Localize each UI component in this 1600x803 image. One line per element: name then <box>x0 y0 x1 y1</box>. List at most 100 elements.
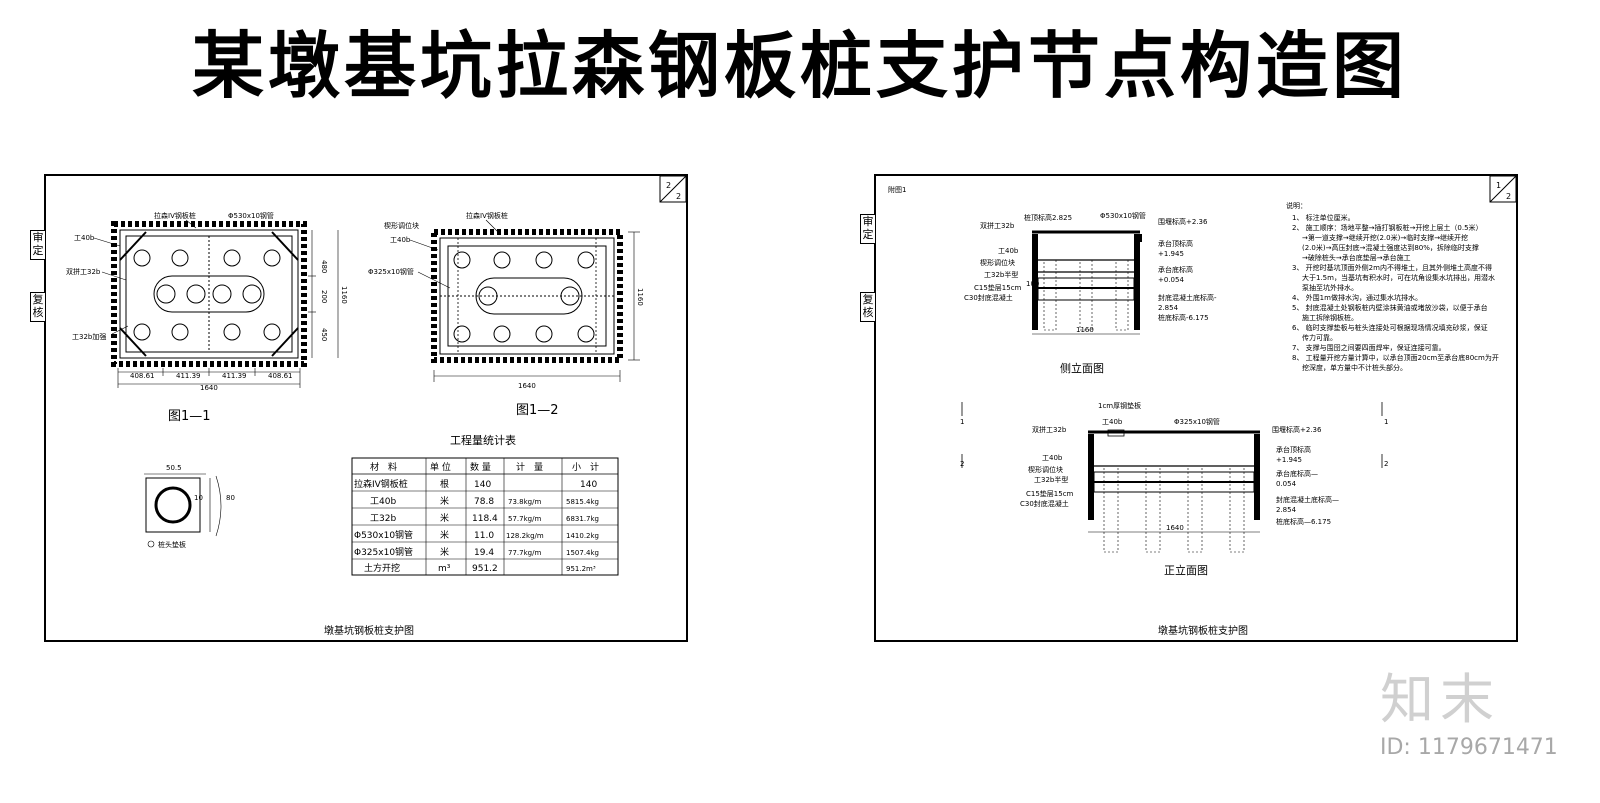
table-cell: 78.8 <box>474 497 494 507</box>
note-line: 4、 外围1m做排水沟，通过集水坑排水。 <box>1292 293 1422 302</box>
table-cell: 工32b <box>370 514 396 524</box>
front-label-water-level: 围堰标高+2.36 <box>1272 425 1322 434</box>
note-line: 1、 标注单位厘米。 <box>1292 213 1355 222</box>
table-cell: 根 <box>440 478 449 490</box>
side-label-cap-top: 承台顶标高 <box>1158 239 1193 248</box>
label-pipe-530: Φ530x10钢管 <box>228 211 274 220</box>
note-line: 2、 施工顺序：场地平整→插打钢板桩→开挖上层土（0.5米） <box>1292 223 1483 232</box>
front-label-i32b-half: 工32b半型 <box>1034 475 1068 484</box>
front-label-c15: C15垫层15cm <box>1026 489 1074 498</box>
table-cell: 951.2 <box>472 564 498 574</box>
figure-1-2-title: 图1—2 <box>516 403 559 418</box>
side-label-seal-bottom: 封底混凝土底标高- <box>1158 293 1217 302</box>
label-i40b-2: 工40b <box>390 236 411 244</box>
plate-dim-right-b: 80 <box>226 494 235 502</box>
side-label-seal-bottom-val: 2.854 <box>1158 304 1179 312</box>
note-line: 3、 开挖时基坑顶面外侧2m内不得堆土，且其外侧堆土高度不得 <box>1292 263 1492 272</box>
plan-figure-1-2: 楔形调位块 拉森IV钢板桩 工40b Φ325x10钢管 1640 1160 图… <box>368 211 644 418</box>
dim-1-1-d: 408.61 <box>268 372 293 380</box>
right-sheet-drawing: 1 2 附图1 桩顶标高2.825 Φ530x10钢管 双拼工32b 工40b … <box>888 176 1516 637</box>
label-pipe-325: Φ325x10钢管 <box>368 267 414 276</box>
dim-1-1-c: 411.39 <box>222 372 247 380</box>
front-label-wedge: 楔形调位块 <box>1028 465 1063 474</box>
front-label-c30: C30封底混凝土 <box>1020 499 1069 508</box>
dim-1-1-right-c: 450 <box>320 328 328 341</box>
side-label-cap-top-val: +1.945 <box>1158 250 1184 258</box>
table-cell: 土方开挖 <box>364 562 400 574</box>
figure-1-1-title: 图1—1 <box>168 409 211 424</box>
section-mark-2-right: 2 <box>1384 460 1388 468</box>
table-cell: 米 <box>440 512 449 524</box>
watermark-id: ID: 1179671471 <box>1380 735 1558 760</box>
front-label-cap-top-val: +1.945 <box>1276 456 1302 464</box>
note-line: 施工拆除钢板桩。 <box>1302 313 1358 322</box>
side-label-pile-bottom: 桩底标高-6.175 <box>1158 313 1209 322</box>
section-mark-1-left: 1 <box>960 418 964 426</box>
dim-1-1-total: 1640 <box>200 384 218 392</box>
section-mark-1-right: 1 <box>1384 418 1388 426</box>
note-line: 挖深度，单方量中不计桩头部分。 <box>1302 363 1407 372</box>
table-header-measure: 计 量 <box>516 461 543 473</box>
label-double-i32b: 双拼工32b <box>66 267 101 276</box>
dim-1-1-right-total: 1160 <box>340 286 348 304</box>
dim-1-1-b: 411.39 <box>176 372 201 380</box>
front-view-title: 正立面图 <box>1164 563 1208 577</box>
side-label-cap-bottom: 承台底标高 <box>1158 265 1193 274</box>
front-label-pile-bottom: 桩底标高—6.175 <box>1276 517 1331 526</box>
dim-1-1-a: 408.61 <box>130 372 155 380</box>
note-line: 传力可靠。 <box>1302 333 1337 342</box>
table-cell: 57.7kg/m <box>508 515 541 523</box>
table-cell: 工40b <box>370 497 396 507</box>
table-cell: Φ325x10钢管 <box>354 546 413 558</box>
dim-1-1-right-a: 480 <box>320 260 328 273</box>
front-label-i40b: 工40b <box>1042 454 1063 462</box>
label-i32b-reinforce: 工32b加强 <box>72 332 106 341</box>
label-i40b: 工40b <box>74 234 95 242</box>
section-mark-2-left: 2 <box>960 460 964 468</box>
right-sheet-corner-label: 附图1 <box>888 185 906 194</box>
note-line: 大于1.5m，当基坑有积水时，可在坑角设集水坑排出，用潜水 <box>1302 273 1495 282</box>
label-larsen-pile: 拉森IV钢板桩 <box>154 211 196 220</box>
table-cell: Φ530x10钢管 <box>354 529 413 541</box>
front-label-cap-bottom-val: 0.054 <box>1276 480 1297 488</box>
right-side-tab-review: 复核 <box>860 292 876 322</box>
right-sheet-caption: 墩基坑钢板桩支护图 <box>1158 624 1248 637</box>
table-cell: 11.0 <box>474 531 494 541</box>
front-elevation-view: 1cm厚钢垫板 Φ325x10钢管 双拼工32b 工40b 工40b 楔形调位块… <box>1020 401 1339 577</box>
side-view-title: 侧立面图 <box>1060 361 1104 375</box>
page-title: 某墩基坑拉森钢板桩支护节点构造图 <box>191 23 1408 108</box>
side-dim-width: 1160 <box>1076 326 1094 334</box>
table-cell: 5815.4kg <box>566 498 599 506</box>
note-line: →破除桩头→承台底垫层→承台施工 <box>1302 253 1411 262</box>
front-label-seal-bottom: 封底混凝土底标高— <box>1276 495 1339 504</box>
note-line: →第一道支撑→继续开挖(2.0米)→临时支撑→继续开挖 <box>1302 233 1468 242</box>
side-label-i32b-half: 工32b半型 <box>984 270 1018 279</box>
front-label-plate: 1cm厚钢垫板 <box>1098 401 1141 410</box>
table-cell: 拉森IV钢板桩 <box>354 478 408 490</box>
front-label-seal-bottom-val: 2.854 <box>1276 506 1297 514</box>
side-label-double-i32b: 双拼工32b <box>980 221 1015 230</box>
table-cell: 73.8kg/m <box>508 498 541 506</box>
plate-dim-right-a: 10 <box>194 494 203 502</box>
note-line: 7、 支撑与围囹之间要四面焊牢，保证连接可靠。 <box>1292 343 1446 352</box>
left-drawing-sheet: 2 2 拉森IV钢板桩 Φ530x1 <box>44 174 688 642</box>
table-header-subtotal: 小 计 <box>572 461 599 473</box>
plate-dim-top: 50.5 <box>166 464 182 472</box>
table-header-unit: 单 位 <box>430 461 451 473</box>
left-side-tab-approve: 审定 <box>30 230 46 260</box>
sheet-number-top: 2 <box>666 181 671 190</box>
left-side-tab-review: 复核 <box>30 292 46 322</box>
quantity-table: 工程量统计表 材 料 单 位 数 量 计 量 小 计 拉森IV钢板桩 根 140… <box>351 433 619 576</box>
notes-title: 说明： <box>1286 201 1307 210</box>
sheet-number-bottom: 2 <box>676 192 681 201</box>
side-label-wedge: 楔形调位块 <box>980 258 1015 267</box>
note-line: 8、 工程量开挖方量计算中，以承台顶面20cm至承台底80cm为开 <box>1292 353 1499 362</box>
left-sheet-drawing: 2 2 拉森IV钢板桩 Φ530x1 <box>66 176 686 637</box>
note-line: 5、 封底混凝土处钢板桩内壁涂抹黄油或堵放沙袋，以便于承台 <box>1292 303 1488 312</box>
table-cell: 1507.4kg <box>566 549 599 557</box>
note-line: 6、 临时支撑垫板与桩头连接处可根据现场情况填充砂浆，保证 <box>1292 323 1488 332</box>
side-label-pipe: Φ530x10钢管 <box>1100 211 1146 220</box>
dim-1-2-total: 1640 <box>518 382 536 390</box>
table-cell: 米 <box>440 546 449 558</box>
note-line: 泵抽至坑外排水。 <box>1302 283 1358 292</box>
